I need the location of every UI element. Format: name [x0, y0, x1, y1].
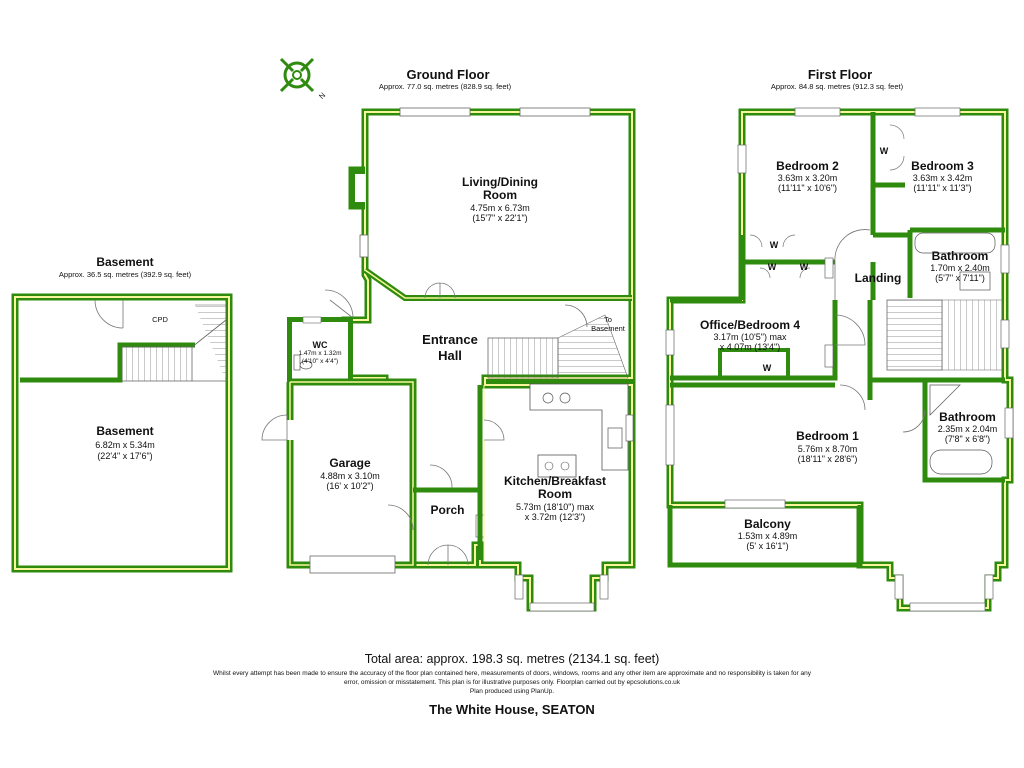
kitchen-name-2: Room	[538, 487, 572, 501]
bed1-dims: 5.76m x 8.70m	[797, 444, 858, 454]
porch-name: Porch	[430, 503, 465, 517]
basement-door-swing	[94, 299, 124, 329]
wardrobe-mark-bed3: W	[879, 146, 889, 156]
compass-icon	[279, 57, 315, 93]
first-floor-title: First Floor	[807, 67, 873, 82]
basement-area: Approx. 36.5 sq. metres (392.9 sq. feet)	[58, 270, 192, 279]
basement-room-imperial: (22'4" x 17'6")	[97, 451, 153, 461]
bed2-dims: 3.63m x 3.20m	[777, 173, 838, 183]
to-basement-2: Basement	[591, 324, 625, 333]
disclaimer-line-2: error, omission or misstatement. This pl…	[343, 679, 681, 686]
garage-dims: 4.88m x 3.10m	[320, 471, 380, 481]
disclaimer-line-1: Whilst every attempt has been made to en…	[213, 670, 811, 677]
basement-plan	[11, 293, 233, 573]
bed3-name: Bedroom 3	[911, 159, 974, 173]
ground-floor-plan	[261, 107, 636, 612]
balcony-dims: 1.53m x 4.89m	[737, 531, 798, 541]
property-title: The White House, SEATON	[429, 702, 595, 717]
living-room-dims: 4.75m x 6.73m	[470, 203, 530, 213]
ground-floor-title: Ground Floor	[406, 67, 490, 82]
kitchen-counter	[529, 383, 629, 471]
first-floor-plan	[665, 107, 1014, 612]
wardrobe-mark-landing-1: W	[767, 262, 777, 272]
basement-stairs	[121, 346, 193, 382]
wc-imperial: (4'10" x 4'4")	[301, 358, 339, 365]
first-floor-area: Approx. 84.8 sq. metres (912.3 sq. feet)	[770, 82, 904, 91]
wardrobe-mark-landing-2: W	[799, 262, 809, 272]
bath-en-name: Bathroom	[939, 410, 996, 424]
ground-floor-area: Approx. 77.0 sq. metres (828.9 sq. feet)	[378, 82, 512, 91]
bath-en-imperial: (7'8" x 6'8")	[944, 434, 991, 444]
office-dims: 3.17m (10'5") max	[713, 332, 787, 342]
basement-room-dims: 6.82m x 5.34m	[95, 440, 155, 450]
bath-top-wall	[873, 227, 1005, 298]
disclaimer-line-3: Plan produced using PlanUp.	[469, 688, 555, 695]
hall-name-1: Entrance	[422, 332, 478, 347]
bed3-imperial: (11'11" x 11'3")	[913, 183, 972, 193]
wardrobe-mark-office: W	[762, 363, 772, 373]
living-room-imperial: (15'7" x 22'1")	[472, 213, 528, 223]
living-french-doors	[424, 282, 456, 299]
office-wall	[670, 262, 838, 381]
wardrobe-mark-bed2: W	[769, 240, 779, 250]
bed3-dims: 3.63m x 3.42m	[912, 173, 973, 183]
bath-top-dims: 1.70m x 2.40m	[930, 263, 990, 273]
garage-door	[309, 555, 396, 574]
wc-dims: 1.47m x 1.32m	[298, 350, 342, 357]
bath-top-name: Bathroom	[931, 249, 989, 263]
to-basement-1: To	[604, 315, 612, 324]
office-dims-2: x 4.07m (13'4")	[719, 342, 781, 352]
office-name: Office/Bedroom 4	[699, 318, 801, 332]
total-area: Total area: approx. 198.3 sq. metres (21…	[364, 652, 660, 666]
balcony-wall	[667, 505, 863, 568]
porch-doors	[427, 544, 469, 566]
landing-name: Landing	[854, 271, 902, 285]
garage-imperial: (16' x 10'2")	[326, 481, 374, 491]
bath-top-imperial: (5'7" x 7'11")	[935, 273, 985, 283]
bed1-name: Bedroom 1	[796, 429, 859, 443]
balcony-name: Balcony	[744, 517, 791, 531]
wc-name: WC	[312, 340, 328, 350]
basement-cpd-label: CPD	[152, 315, 168, 324]
landing-stairs	[886, 299, 943, 371]
hall-name-2: Hall	[438, 348, 462, 363]
kitchen-name-1: Kitchen/Breakfast	[503, 474, 607, 488]
bed1-imperial: (18'11" x 28'6")	[797, 454, 858, 464]
kitchen-dims: 5.73m (18'10") max	[516, 502, 594, 512]
living-room-name-1: Living/Dining	[462, 175, 538, 189]
hall-stairs	[487, 337, 559, 379]
balcony-imperial: (5' x 16'1")	[746, 541, 789, 551]
basement-title: Basement	[96, 255, 154, 269]
bath-en-dims: 2.35m x 2.04m	[937, 424, 998, 434]
kitchen-dims-2: x 3.72m (12'3")	[524, 512, 586, 522]
basement-room-name: Basement	[96, 424, 154, 438]
bed2-name: Bedroom 2	[776, 159, 839, 173]
basement-stair-wall	[20, 342, 195, 383]
bed2-imperial: (11'11" x 10'6")	[777, 183, 838, 193]
living-room-name-2: Room	[483, 188, 517, 202]
garage-name: Garage	[329, 456, 371, 470]
